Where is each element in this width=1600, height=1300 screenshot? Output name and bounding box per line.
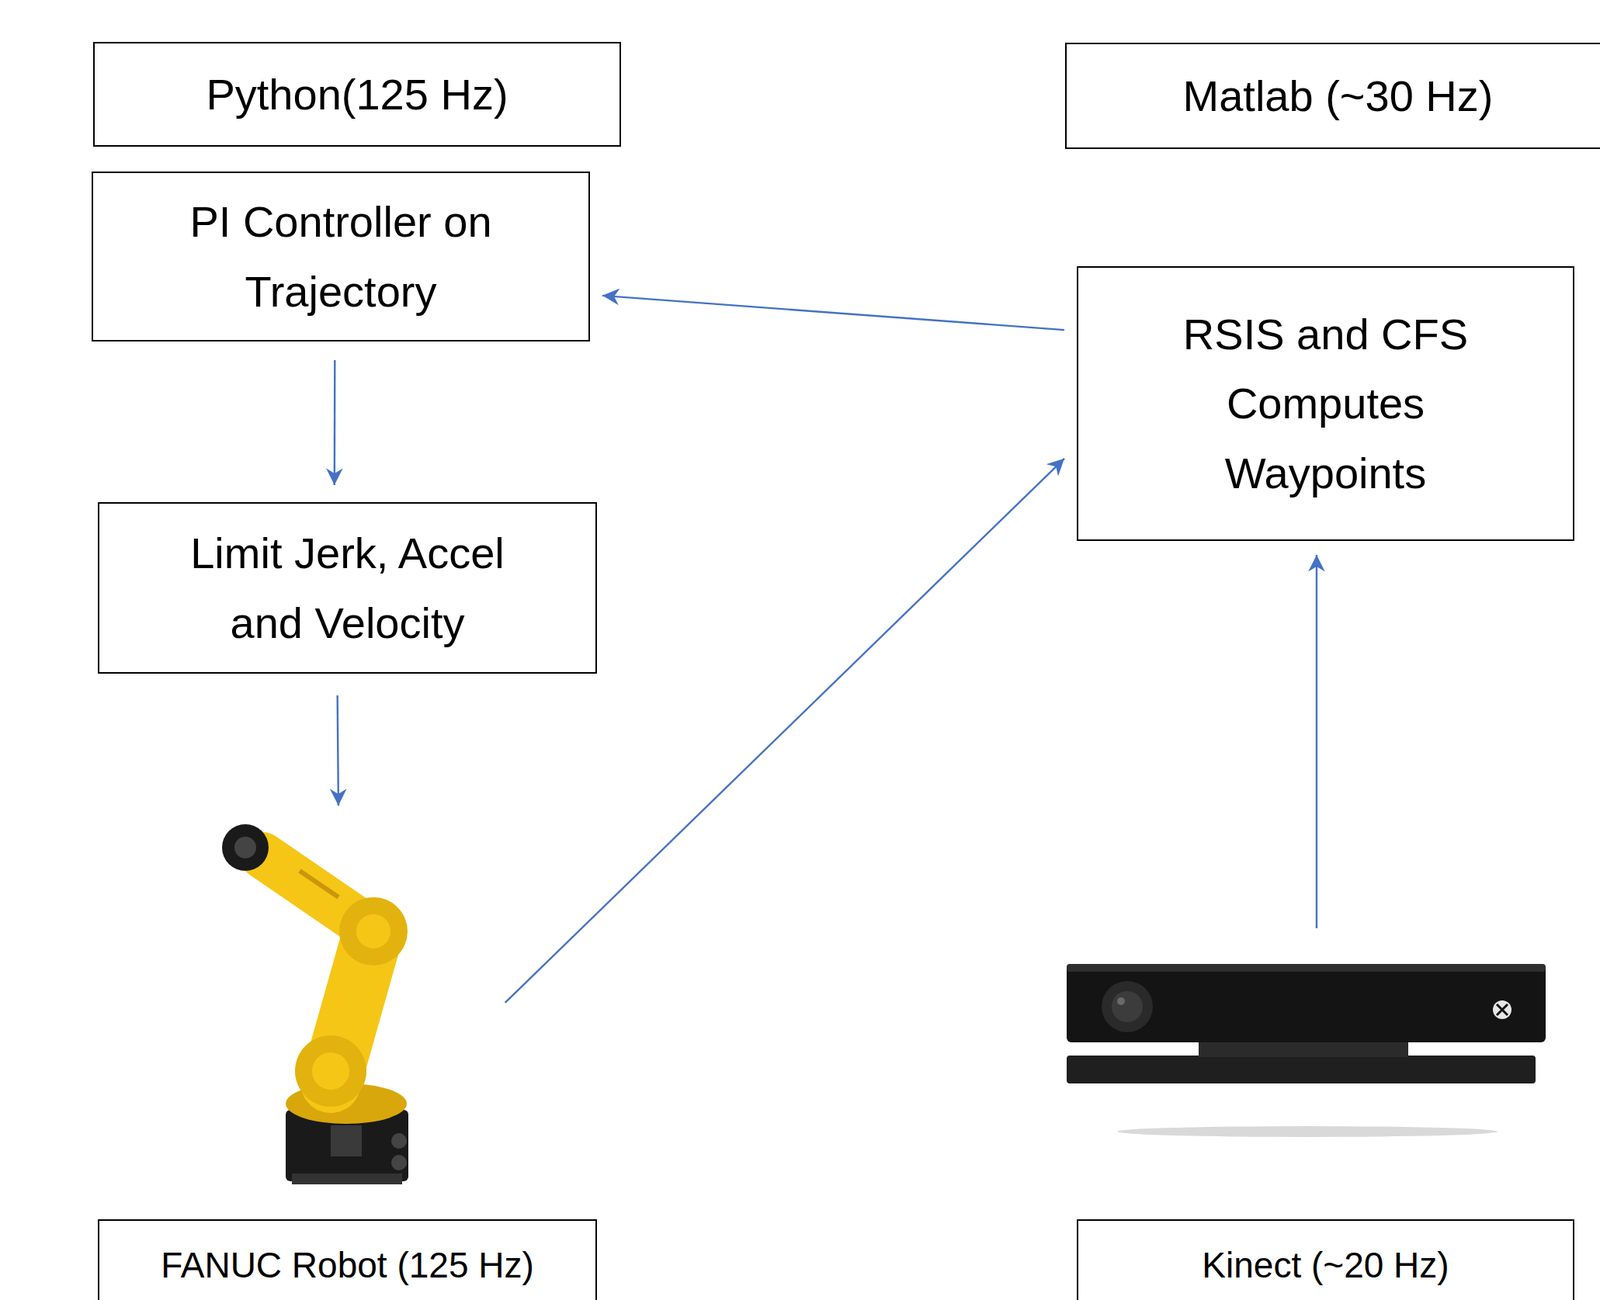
panel-heading: Python(125 Hz) [93,41,622,147]
device-node: FANUC Robot (125 Hz) [97,815,597,1300]
group-panel: Matlab (~30 Hz) RSIS and CFS Computes Way… [995,12,1600,705]
device-label: Kinect (~20 Hz) [1201,1244,1449,1287]
process-box: PI Controller on Trajectory [91,171,591,342]
kinect-shadow [1117,1126,1498,1138]
robot-base-connector [391,1155,407,1171]
robot-joint [295,1035,367,1108]
caption-box: Kinect (~20 Hz) [1076,1219,1575,1300]
robot-wrist [222,824,269,872]
kinect-base [1066,1055,1536,1084]
flow-arrow [1315,555,1318,929]
box-label: RSIS and CFS Computes Waypoints [1139,299,1513,509]
robot-flange [234,836,257,859]
kinect-lens [1111,991,1143,1023]
box-label: Limit Jerk, Accel and Velocity [161,518,535,658]
device-node: Kinect (~20 Hz) [1076,931,1575,1300]
kinect-logo [1492,1000,1512,1020]
kinect-body [1066,964,1546,1043]
kinect-top-edge [1066,964,1546,972]
kinect-logo-mark [1496,1004,1508,1016]
robot-base-plate [291,1173,403,1185]
kinect-lens-ring [1101,981,1153,1033]
robot-arm-stripe [299,871,339,898]
flow-arrow [333,360,337,486]
robot-joint [339,897,408,966]
process-box: RSIS and CFS Computes Waypoints [1076,266,1575,542]
robot-joint-cap [312,1052,350,1090]
robot-base-detail [330,1125,362,1157]
kinect-illustration [1066,959,1556,1146]
kinect-lens-glint [1117,997,1125,1006]
flow-arrow [337,695,339,806]
robot-illustration [214,815,440,1196]
process-box: Limit Jerk, Accel and Velocity [97,502,597,674]
robot-joint-cap [356,914,391,949]
caption-box: FANUC Robot (125 Hz) [97,1219,597,1300]
panel-heading: Matlab (~30 Hz) [1065,42,1600,150]
box-label: PI Controller on Trajectory [154,187,528,327]
flow-arrow [602,295,1065,330]
kinect-neck [1198,1040,1409,1058]
group-panel: Python(125 Hz) PI Controller on Trajector… [33,17,678,710]
robot-base-connector [391,1133,407,1149]
device-label: FANUC Robot (125 Hz) [160,1244,535,1287]
